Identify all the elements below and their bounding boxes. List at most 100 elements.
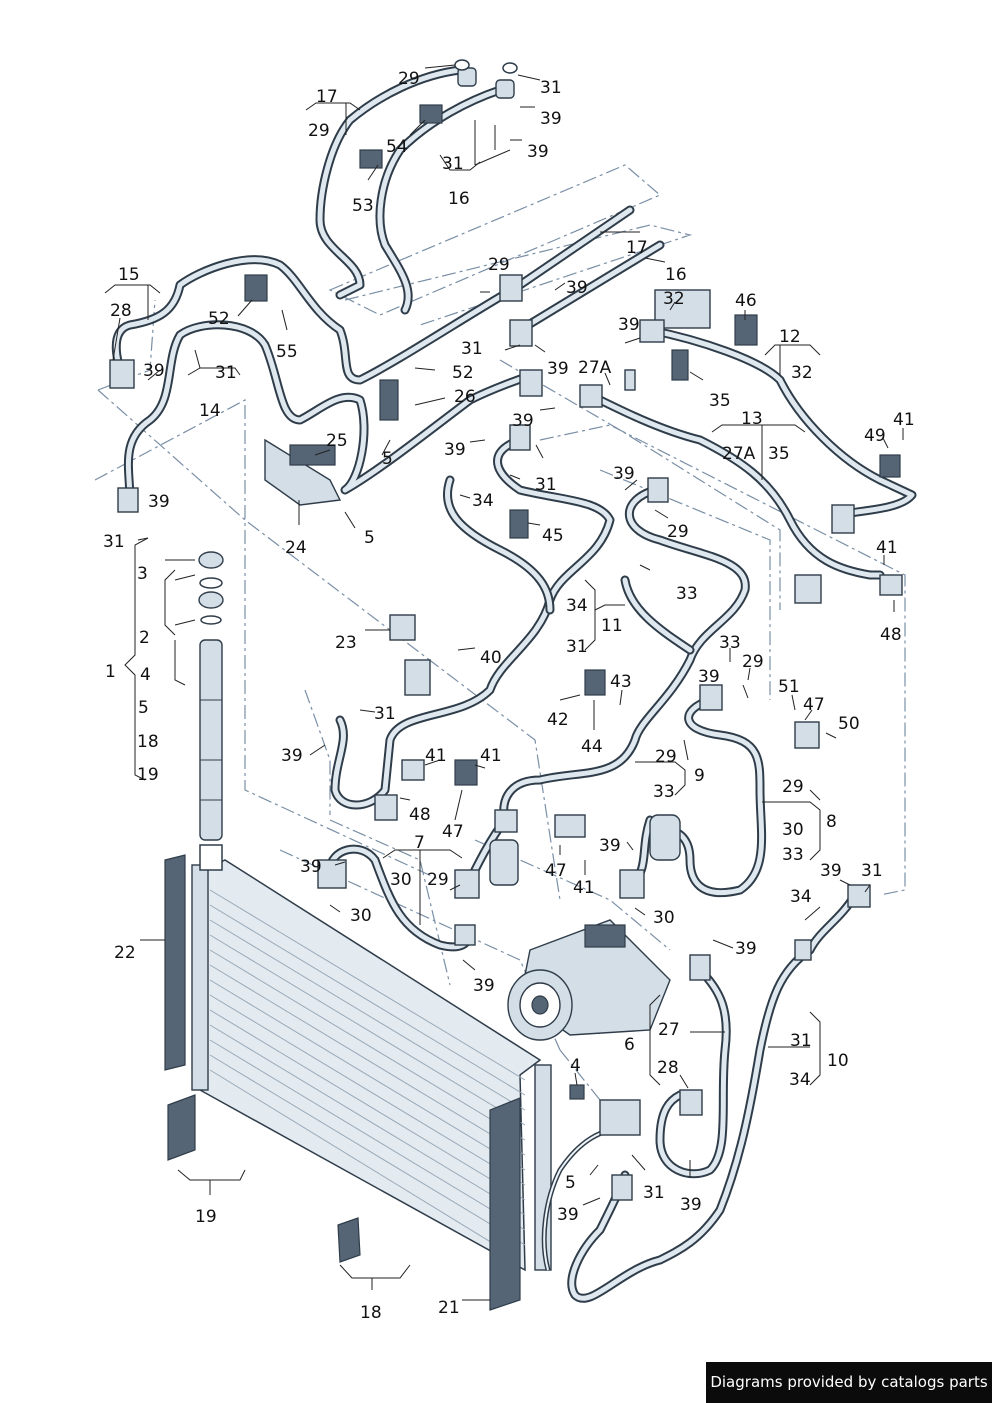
callout-31: 31	[643, 1183, 665, 1203]
callout-29: 29	[427, 870, 449, 890]
callout-39: 39	[143, 361, 165, 381]
callout-32: 32	[663, 289, 685, 309]
callout-14: 14	[199, 401, 221, 421]
callout-5: 5	[138, 698, 149, 718]
callout-39: 39	[444, 440, 466, 460]
callout-13: 13	[741, 409, 763, 429]
callout-5: 5	[364, 528, 375, 548]
callout-11: 11	[601, 616, 623, 636]
callout-54: 54	[386, 137, 408, 157]
callout-29: 29	[742, 652, 764, 672]
callout-43: 43	[610, 672, 632, 692]
callout-39: 39	[566, 278, 588, 298]
callout-39: 39	[512, 411, 534, 431]
callout-39: 39	[148, 492, 170, 512]
callout-3: 3	[137, 564, 148, 584]
callout-47: 47	[442, 822, 464, 842]
callout-39: 39	[557, 1205, 579, 1225]
callout-40: 40	[480, 648, 502, 668]
callout-50: 50	[838, 714, 860, 734]
callout-41: 41	[893, 410, 915, 430]
callout-5: 5	[565, 1173, 576, 1193]
callout-44: 44	[581, 737, 603, 757]
callout-53: 53	[352, 196, 374, 216]
callout-47: 47	[545, 861, 567, 881]
callout-31: 31	[215, 363, 237, 383]
callout-29: 29	[398, 69, 420, 89]
callout-29: 29	[667, 522, 689, 542]
fittings	[109, 59, 903, 1201]
drier-cartridge	[198, 551, 224, 841]
callout-39: 39	[680, 1195, 702, 1215]
callout-49: 49	[864, 426, 886, 446]
callout-46: 46	[735, 291, 757, 311]
callout-27A: 27A	[578, 358, 612, 378]
seal-left	[164, 854, 186, 1071]
callout-32: 32	[791, 363, 813, 383]
callout-23: 23	[335, 633, 357, 653]
callout-34: 34	[789, 1070, 811, 1090]
callout-41: 41	[480, 746, 502, 766]
callout-22: 22	[114, 943, 136, 963]
callout-5: 5	[382, 449, 393, 469]
callout-41: 41	[876, 538, 898, 558]
callout-31: 31	[540, 78, 562, 98]
leader-lines	[104, 64, 904, 1301]
callout-29: 29	[655, 747, 677, 767]
callout-45: 45	[542, 526, 564, 546]
callout-42: 42	[547, 710, 569, 730]
callout-18: 18	[137, 732, 159, 752]
callout-31: 31	[103, 532, 125, 552]
callout-17: 17	[626, 238, 648, 258]
callout-26: 26	[454, 387, 476, 407]
callout-35: 35	[709, 391, 731, 411]
callout-27A: 27A	[722, 444, 756, 464]
callout-33: 33	[719, 633, 741, 653]
callout-18: 18	[360, 1303, 382, 1323]
callout-33: 33	[653, 782, 675, 802]
callout-39: 39	[618, 315, 640, 335]
callout-48: 48	[409, 805, 431, 825]
callout-19: 19	[137, 765, 159, 785]
callout-39: 39	[599, 836, 621, 856]
ac-compressor	[507, 919, 671, 1041]
callout-48: 48	[880, 625, 902, 645]
callout-39: 39	[613, 464, 635, 484]
callout-31: 31	[535, 475, 557, 495]
callout-39: 39	[527, 142, 549, 162]
callout-31: 31	[461, 339, 483, 359]
seal-right	[489, 1097, 521, 1311]
callout-39: 39	[698, 667, 720, 687]
callout-41: 41	[573, 878, 595, 898]
callout-28: 28	[657, 1058, 679, 1078]
callout-10: 10	[827, 1051, 849, 1071]
callout-33: 33	[782, 845, 804, 865]
callout-34: 34	[472, 491, 494, 511]
callout-34: 34	[790, 887, 812, 907]
callout-6: 6	[624, 1035, 635, 1055]
callout-19: 19	[195, 1207, 217, 1227]
callout-21: 21	[438, 1298, 460, 1318]
callout-16: 16	[448, 189, 470, 209]
bracket-18	[337, 1217, 361, 1263]
condenser	[191, 859, 552, 1272]
callout-30: 30	[350, 906, 372, 926]
callout-34: 34	[566, 596, 588, 616]
callout-12: 12	[779, 327, 801, 347]
callout-47: 47	[803, 695, 825, 715]
callout-31: 31	[861, 861, 883, 881]
callout-4: 4	[140, 665, 151, 685]
callout-1: 1	[105, 662, 116, 682]
callout-15: 15	[118, 265, 140, 285]
callout-2: 2	[139, 628, 150, 648]
callout-31: 31	[566, 637, 588, 657]
callout-39: 39	[281, 746, 303, 766]
callout-39: 39	[300, 857, 322, 877]
callout-55: 55	[276, 342, 298, 362]
callout-52: 52	[208, 309, 230, 329]
callout-52: 52	[452, 363, 474, 383]
callout-31: 31	[442, 154, 464, 174]
ac-lines	[111, 65, 917, 1303]
credit-banner: Diagrams provided by catalogs parts	[706, 1362, 992, 1403]
